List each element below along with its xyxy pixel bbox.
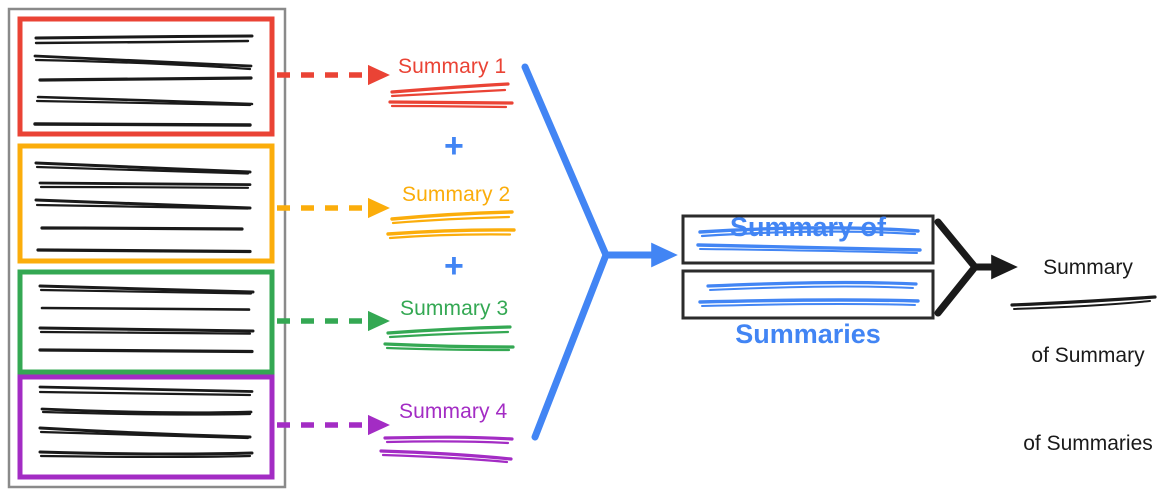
summary-1-scribble [388, 82, 514, 109]
final-output-scribble [1010, 295, 1157, 310]
summary-4-label[interactable]: Summary 4 [399, 400, 508, 423]
document-group-2-lines [34, 161, 252, 254]
final-title-line-3: of Summaries [1023, 432, 1153, 456]
plus-operator-2: + [444, 247, 464, 285]
plus-operator-1: + [444, 127, 464, 165]
final-output-title: Summary of Summary of Summaries [1008, 194, 1168, 495]
summary-3-label[interactable]: Summary 3 [400, 297, 509, 320]
summary-of-summaries-title: Summary of Summaries [683, 139, 933, 424]
summary-2-scribble [386, 210, 516, 240]
sos-box-2-scribble [698, 280, 920, 307]
final-title-line-2: of Summary [1031, 343, 1145, 367]
summary-4-scribble [379, 435, 514, 464]
final-title-line-1: Summary [1043, 255, 1133, 279]
document-group-1-lines [33, 34, 254, 127]
document-group-4-lines [38, 385, 254, 459]
summary-3-scribble [383, 325, 515, 352]
sos-box-1[interactable] [681, 214, 935, 265]
document-collection-frame [7, 7, 287, 489]
sos-box-2[interactable] [681, 269, 935, 320]
sos-title-line-1: Summary of [729, 212, 887, 243]
document-group-3-lines [38, 284, 255, 354]
summary-1-label[interactable]: Summary 1 [398, 55, 507, 78]
sos-box-1-scribble [696, 226, 922, 254]
final-merge-funnel [934, 218, 979, 317]
summary-merge-funnel [521, 63, 610, 441]
sos-title-line-2: Summaries [735, 319, 881, 350]
summary-2-label[interactable]: Summary 2 [402, 183, 511, 206]
